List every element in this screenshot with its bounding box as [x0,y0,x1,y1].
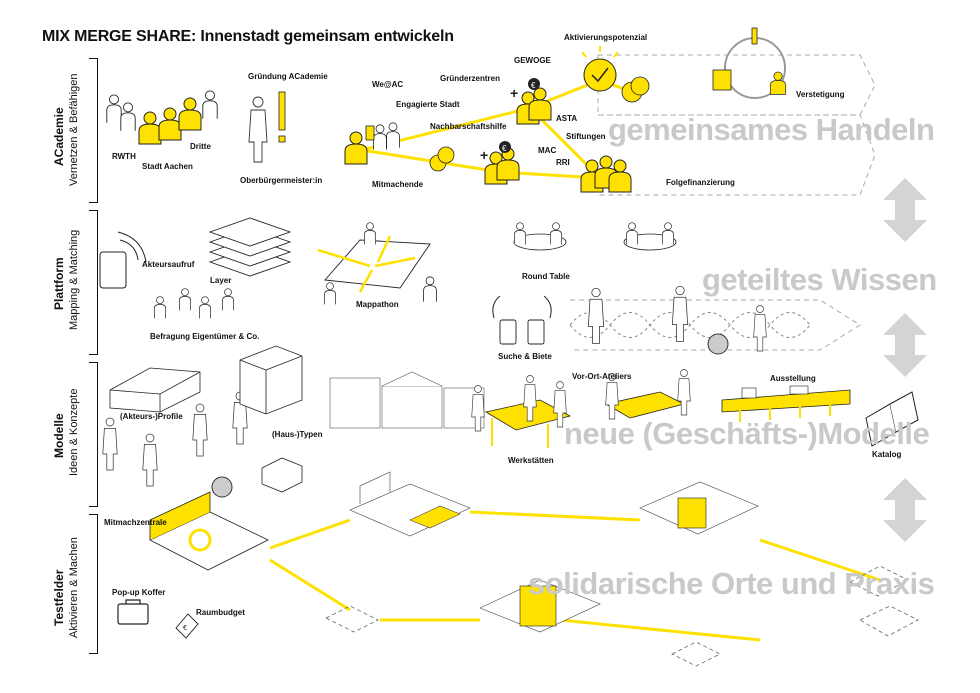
label-akteursaufruf: Akteursaufruf [142,260,195,269]
block-3 [479,579,601,633]
label-typen: (Haus-)Typen [272,430,323,439]
block-2 [639,481,759,535]
person-dritte-icon [202,90,218,120]
stage-handeln: gemeinsames Handeln [608,112,935,147]
row-label-testfelder: Testfelder Aktivieren & Machen [30,514,98,654]
suche-biete-phones-icon [492,295,552,345]
katalog-book-icon [865,391,919,447]
label-stadt-aachen: Stadt Aachen [142,162,193,171]
label-gruendung: Gründung ACademie [248,72,328,81]
label-aktivierung: Aktivierungspotenzial [564,33,648,42]
people-group-stadt [138,97,202,145]
label-folgefinanzierung: Folgefinanzierung [666,178,735,187]
mappathon-map [317,222,437,305]
label-stiftungen: Stiftungen [566,132,606,141]
label-rri: RRI [556,158,570,167]
block-1 [349,471,471,537]
svg-text:€: € [502,144,507,153]
label-mitmachende: Mitmachende [372,180,424,189]
tablet-icon [99,231,147,289]
werkstaetten-table [471,375,572,448]
house-types-icon [239,345,303,493]
label-dritte: Dritte [190,142,211,151]
label-gruenderzentren: Gründerzentren [440,74,501,83]
label-ateliers: Vor-Ort-Ateliers [572,372,632,381]
stage-orte: solidarische Orte und Praxis [528,566,935,601]
label-mitmachzentrale: Mitmachzentrale [104,518,167,527]
svg-text:€: € [531,81,536,90]
people-group-profile [102,391,248,498]
koffer-icon [117,599,149,625]
label-befragung: Befragung Eigentümer & Co. [150,332,260,341]
label-asta: ASTA [556,114,578,123]
label-werkstaetten: Werkstätten [508,456,554,465]
layer-stack-icon [208,217,292,277]
label-engagierte: Engagierte Stadt [396,100,460,109]
people-group-engagierte: + € [510,78,552,125]
people-group-rwth [106,94,136,132]
people-group-mitmachende [344,122,400,165]
street-elevation [329,371,485,429]
svg-text:+: + [480,147,488,163]
testfeld-network [269,510,881,642]
label-nachbarschaft: Nachbarschaftshilfe [430,122,507,131]
raumbudget-icon: € [175,613,199,639]
label-profile: (Akteurs-)Profile [120,412,183,421]
stage-wissen: geteiltes Wissen [702,262,937,297]
label-ausstellung: Ausstellung [770,374,816,383]
label-koffer: Pop-up Koffer [112,588,166,597]
money-clock-icon [429,146,455,172]
label-round-table: Round Table [522,272,570,281]
people-group-matching [587,285,767,355]
label-gewoge: GEWOGE [514,56,551,65]
mitmachzentrale-room [149,491,269,571]
dotted-wave [569,312,811,338]
label-weac: We@AC [372,80,404,89]
building-outline-profile [109,367,201,413]
label-rwth: RWTH [112,152,136,161]
people-group-befragung [154,288,234,319]
svg-text:+: + [510,85,518,101]
ausstellung-table [721,385,851,422]
label-layer: Layer [210,276,232,285]
stage-modelle: neue (Geschäfts-)Modelle [564,416,930,451]
label-mappathon: Mappathon [356,300,399,309]
label-katalog: Katalog [872,450,902,459]
people-group-mac: + € [480,141,520,185]
obm-figure [248,91,286,163]
label-raumbudget: Raumbudget [196,608,245,617]
label-obm: Oberbürgermeister:in [240,176,323,185]
row-label-modelle: Modelle Ideen & Konzepte [30,362,98,507]
aktivierung-bubble-icon [581,46,650,103]
label-mac: MAC [538,146,557,155]
people-group-folgefinanzierung [580,155,632,193]
label-suche: Suche & Biete [498,352,552,361]
row-label-academie: ACademie Vernetzen & Befähigen [30,58,98,203]
label-verstetigung: Verstetigung [796,90,845,99]
svg-text:€: € [183,625,187,632]
verstetigung-cycle-icon [712,27,787,99]
ateliers-table [604,369,691,420]
dashed-plots [325,565,919,667]
page-title: MIX MERGE SHARE: Innenstadt gemeinsam en… [42,28,454,45]
round-table-icon [513,222,677,251]
row-label-plattform: Plattform Mapping & Matching [30,210,98,355]
